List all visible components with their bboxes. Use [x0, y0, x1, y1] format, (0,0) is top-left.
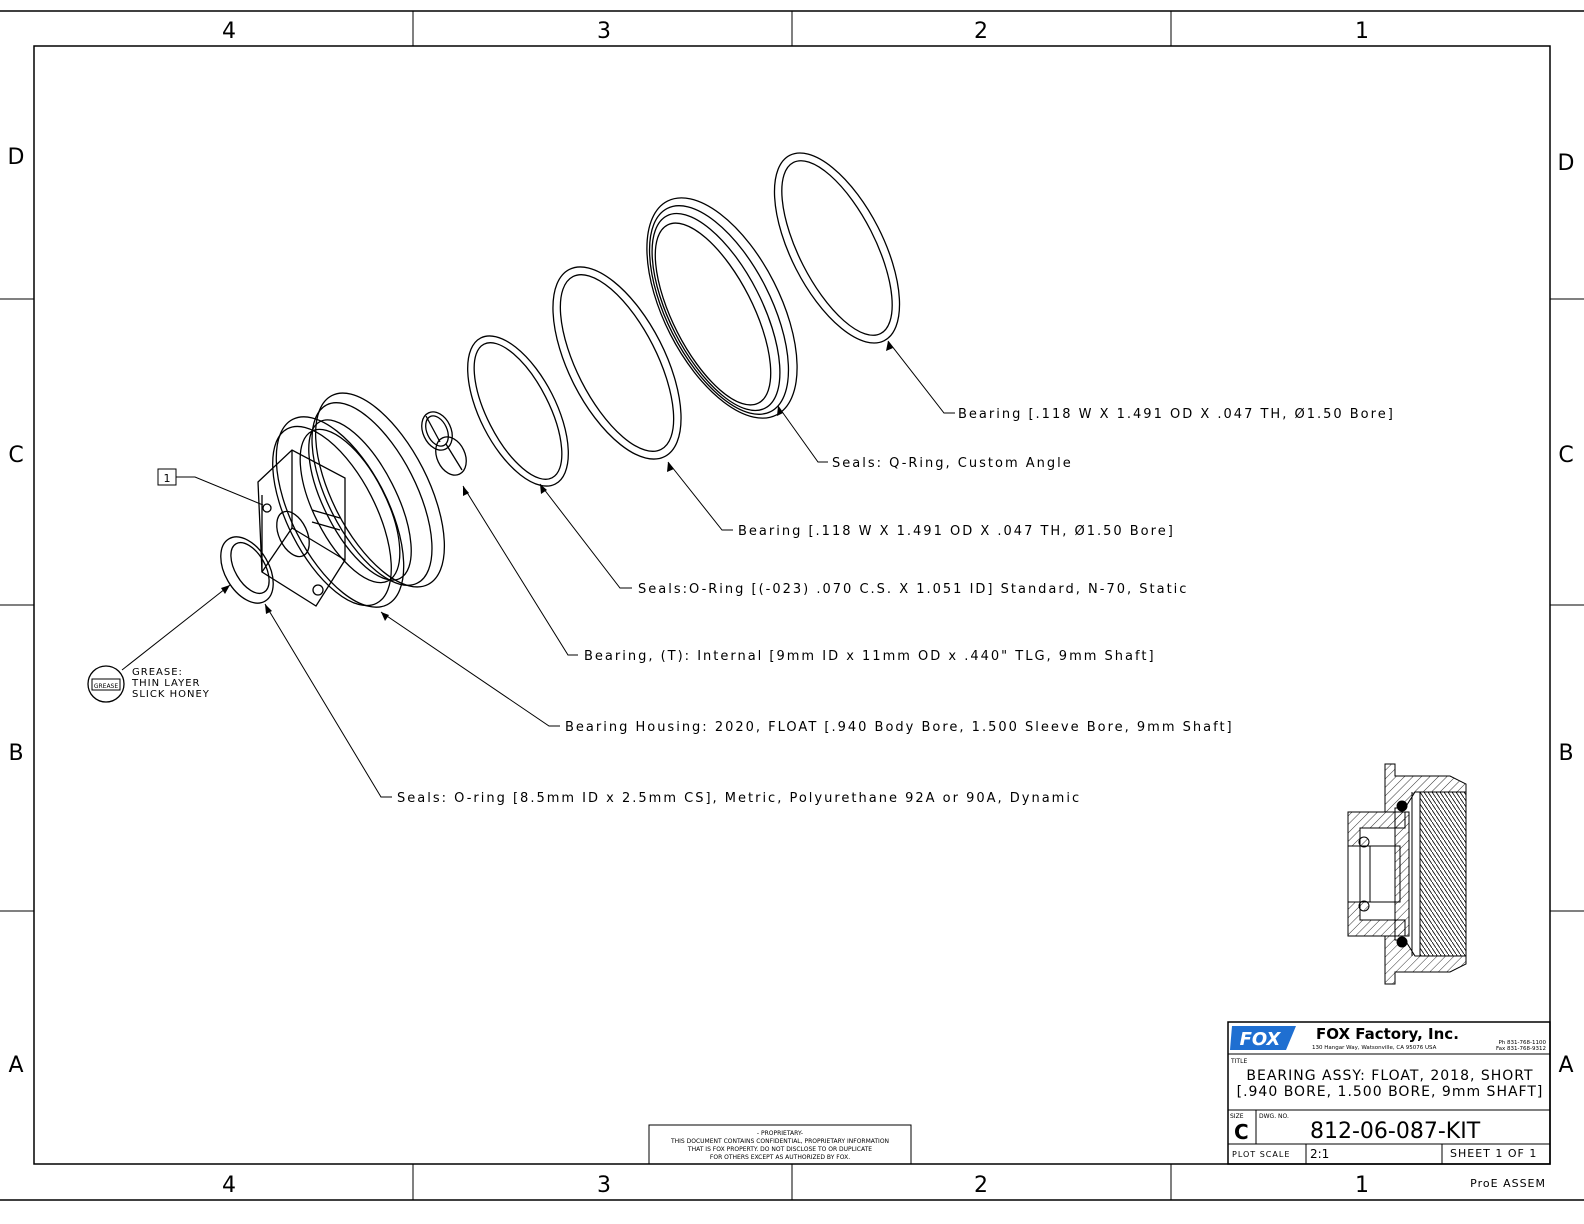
zone-row-a-right: A — [1558, 1053, 1573, 1078]
fox-logo-text: FOX — [1240, 1029, 1282, 1050]
zone-labels-bottom: 4 3 2 1 — [222, 1173, 1369, 1198]
part-dynamic-o-ring — [220, 536, 274, 604]
callout-leaders — [121, 340, 955, 798]
callout-bearing-outer: Bearing [.118 W X 1.491 OD X .047 TH, Ø1… — [958, 407, 1395, 422]
zone-col-2-bottom: 2 — [974, 1173, 988, 1198]
company-phone: Ph 831-768-1100 — [1498, 1040, 1546, 1046]
zone-col-3-top: 3 — [597, 19, 611, 44]
part-q-ring-seal — [646, 197, 798, 419]
dwg-no-label: DWG. NO. — [1259, 1113, 1289, 1120]
sheet-size: C — [1234, 1120, 1249, 1144]
part-internal-bushing — [421, 411, 467, 476]
company-fax: Fax 831-768-9312 — [1496, 1046, 1546, 1052]
title-label: TITLE — [1230, 1058, 1247, 1065]
company-address: 130 Hangar Way, Watsonville, CA 95076 US… — [1312, 1045, 1437, 1051]
zone-col-3-bottom: 3 — [597, 1173, 611, 1198]
zone-row-a-left: A — [8, 1053, 23, 1078]
zone-labels-right: D C B A — [1558, 151, 1575, 1078]
find-number: 1 — [164, 472, 171, 485]
zone-row-d-left: D — [8, 145, 25, 170]
callout-q-ring-seal: Seals: Q-Ring, Custom Angle — [832, 456, 1073, 471]
section-view — [1347, 763, 1467, 985]
part-bearing-outer — [773, 152, 901, 344]
zone-col-4-top: 4 — [222, 19, 236, 44]
drawing-title-line-2: [.940 BORE, 1.500 BORE, 9mm SHAFT] — [1237, 1084, 1544, 1100]
fox-logo: FOX — [1230, 1026, 1296, 1050]
zone-col-1-bottom: 1 — [1355, 1173, 1369, 1198]
callout-bearing-housing: Bearing Housing: 2020, FLOAT [.940 Body … — [565, 720, 1234, 735]
callout-static-o-ring: Seals:O-Ring [(-023) .070 C.S. X 1.051 I… — [638, 582, 1188, 597]
zone-row-b-left: B — [8, 741, 23, 766]
model-type: ProE ASSEM — [1470, 1177, 1546, 1190]
grease-note: GREASE GREASE: THIN LAYER SLICK HONEY — [87, 665, 210, 703]
proprietary-line-4: FOR OTHERS EXCEPT AS AUTHORIZED BY FOX. — [710, 1154, 850, 1161]
zone-labels-top: 4 3 2 1 — [222, 19, 1369, 44]
zone-labels-left: D C B A — [8, 145, 25, 1078]
title-block: FOX FOX Factory, Inc. 130 Hangar Way, Wa… — [1227, 1021, 1551, 1165]
callout-internal-bushing: Bearing, (T): Internal [9mm ID x 11mm OD… — [584, 649, 1156, 664]
proprietary-line-2: THIS DOCUMENT CONTAINS CONFIDENTIAL, PRO… — [670, 1138, 889, 1145]
proprietary-notice: - PROPRIETARY- THIS DOCUMENT CONTAINS CO… — [648, 1124, 912, 1165]
sheet-number: SHEET 1 OF 1 — [1450, 1147, 1537, 1160]
grease-note-line-1: GREASE: — [132, 667, 183, 678]
part-bearing-inner — [552, 266, 682, 460]
exploded-view — [220, 152, 901, 608]
zone-col-2-top: 2 — [974, 19, 988, 44]
zone-row-d-right: D — [1558, 151, 1575, 176]
zone-row-c-left: C — [8, 443, 23, 468]
callout-bearing-inner: Bearing [.118 W X 1.491 OD X .047 TH, Ø1… — [738, 524, 1175, 539]
part-bearing-housing — [257, 392, 446, 608]
plot-scale: 2:1 — [1310, 1147, 1329, 1161]
size-label: SIZE — [1230, 1113, 1244, 1120]
company-name: FOX Factory, Inc. — [1316, 1025, 1459, 1043]
zone-col-1-top: 1 — [1355, 19, 1369, 44]
plot-scale-label: PLOT SCALE — [1232, 1150, 1290, 1159]
zone-col-4-bottom: 4 — [222, 1173, 236, 1198]
part-static-o-ring — [467, 335, 569, 487]
proprietary-line-1: - PROPRIETARY- — [757, 1130, 803, 1137]
drawing-number: 812-06-087-KIT — [1310, 1119, 1481, 1144]
grease-icon — [87, 665, 125, 703]
callout-dynamic-o-ring: Seals: O-ring [8.5mm ID x 2.5mm CS], Met… — [397, 791, 1081, 806]
grease-note-line-2: THIN LAYER — [131, 678, 200, 689]
leader-arrowheads — [221, 341, 893, 621]
callout-labels: Bearing [.118 W X 1.491 OD X .047 TH, Ø1… — [397, 407, 1395, 806]
zone-row-b-right: B — [1558, 741, 1573, 766]
grease-icon-label: GREASE — [94, 683, 119, 690]
proprietary-line-3: THAT IS FOX PROPERTY. DO NOT DISCLOSE TO… — [687, 1146, 872, 1153]
grease-note-line-3: SLICK HONEY — [132, 689, 210, 700]
drawing-title-line-1: BEARING ASSY: FLOAT, 2018, SHORT — [1246, 1068, 1533, 1084]
find-number-balloon: 1 — [157, 468, 264, 506]
zone-row-c-right: C — [1558, 443, 1573, 468]
